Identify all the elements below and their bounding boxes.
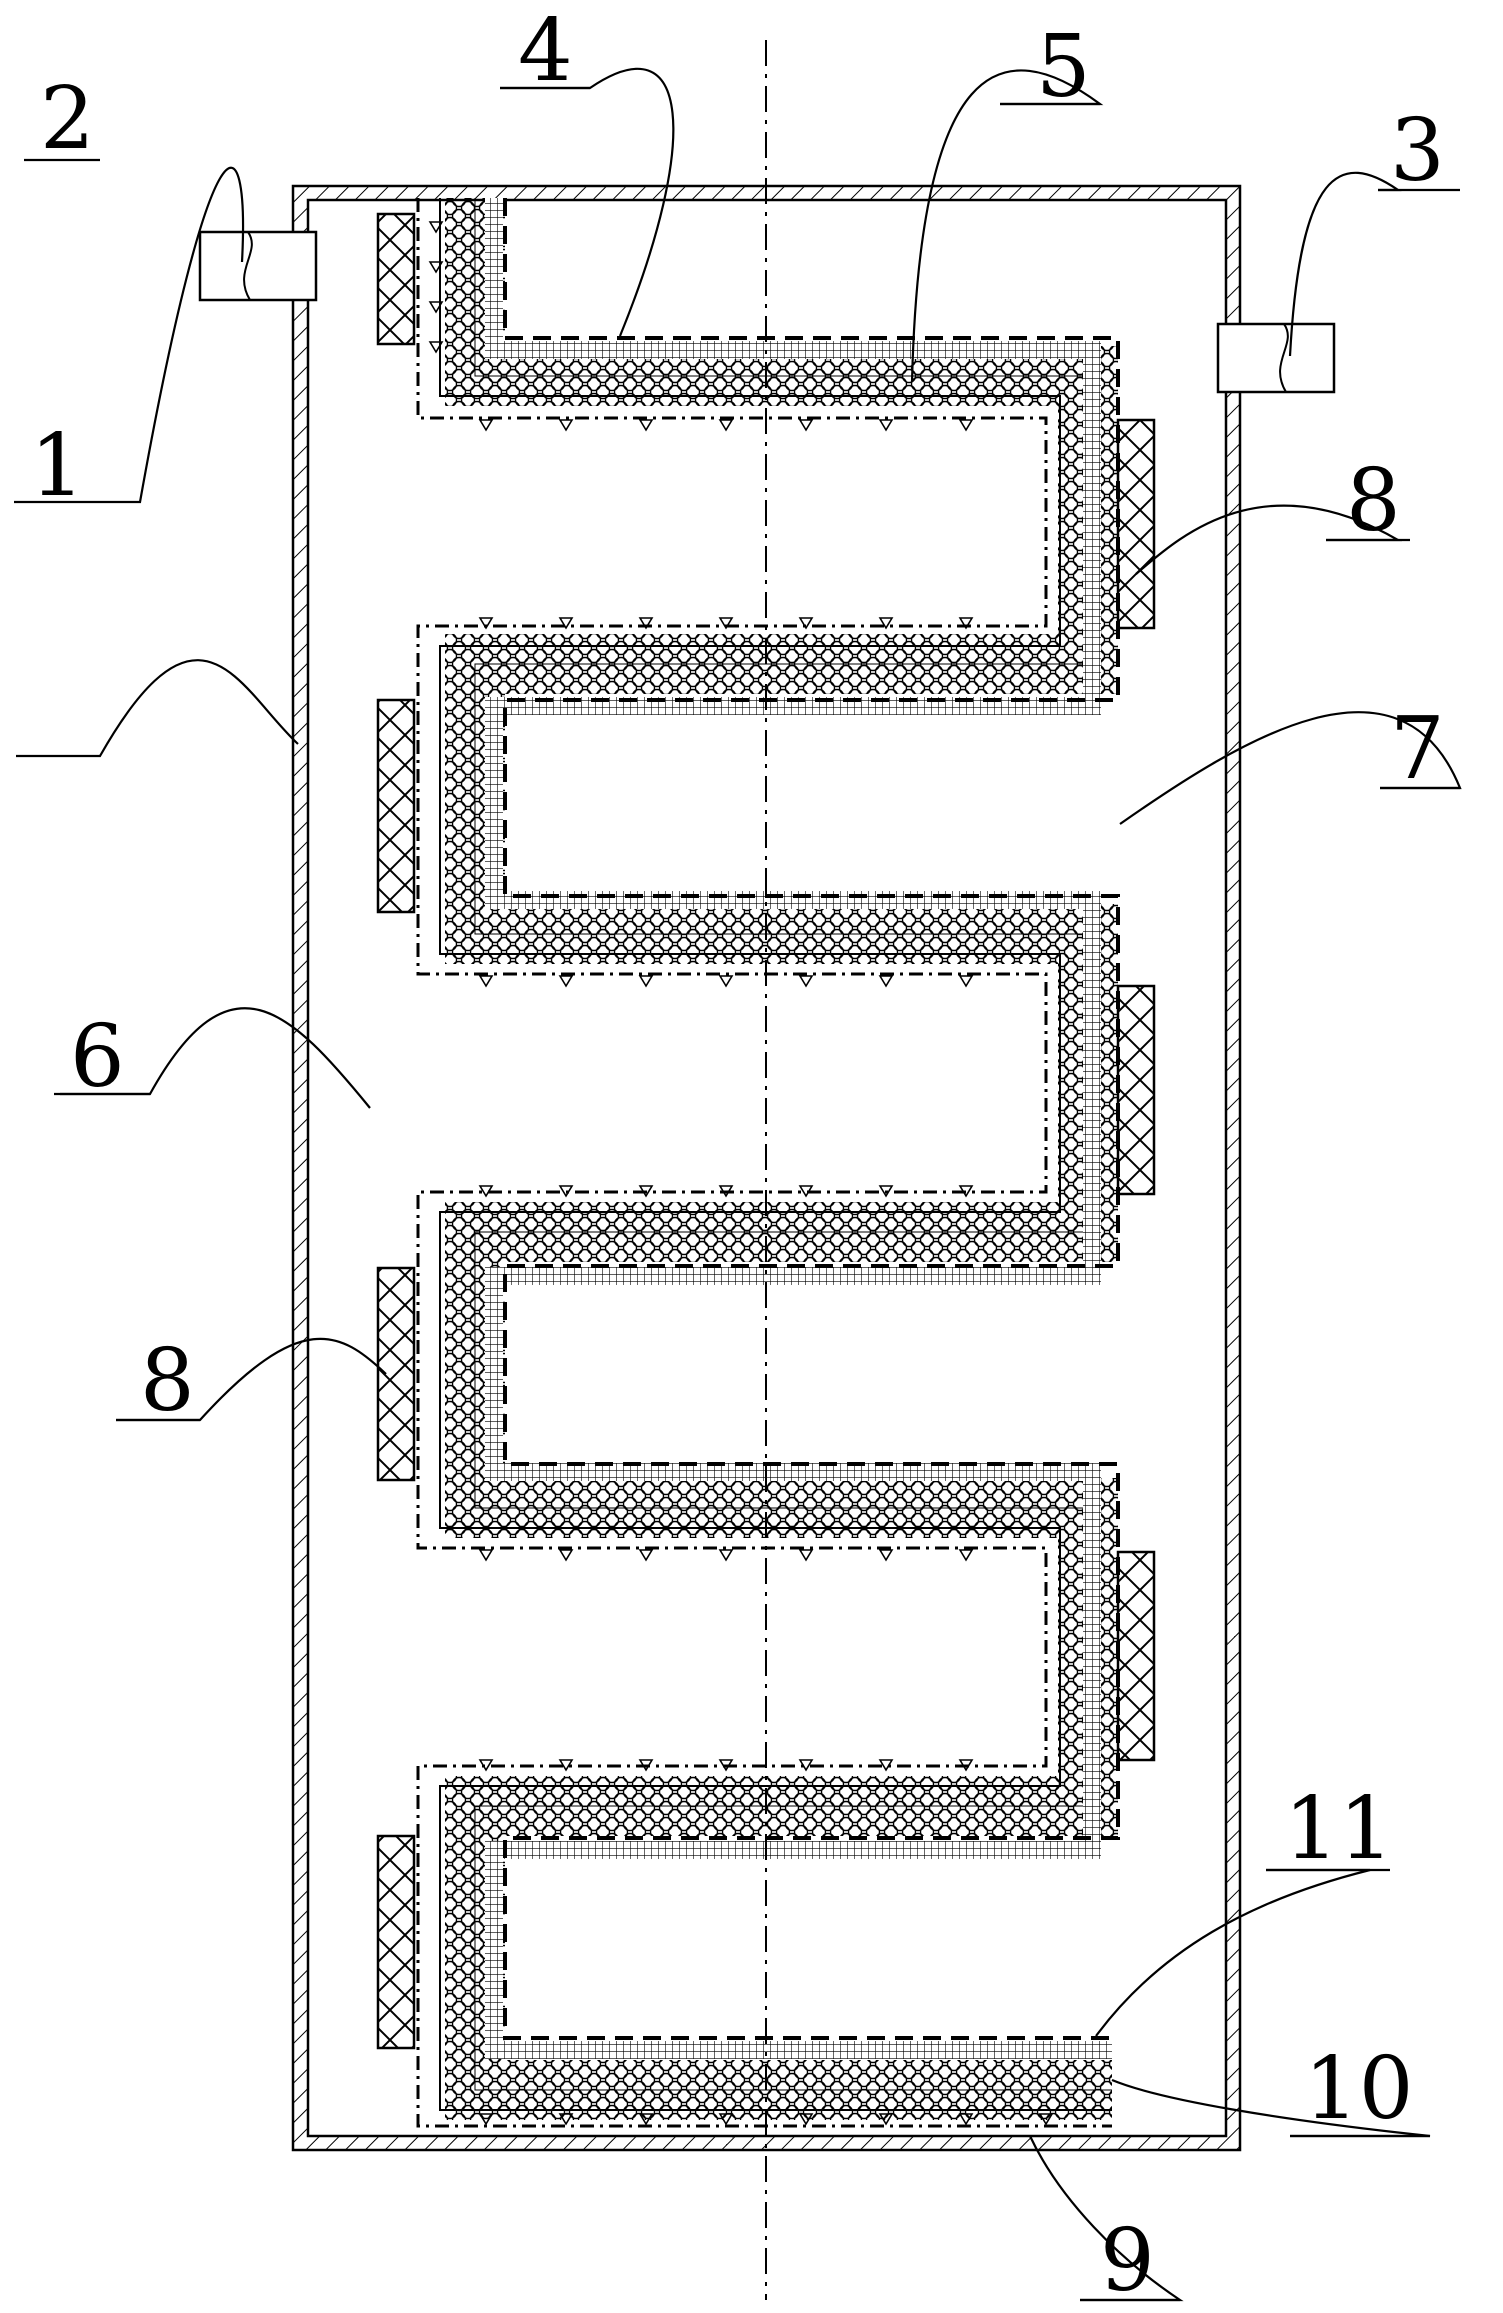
label-1: 1 (30, 416, 85, 516)
label-10: 10 (1304, 2039, 1413, 2139)
support-blocks (376, 212, 1156, 2050)
port-left (198, 230, 318, 302)
serpentine-membrane (416, 198, 1120, 2128)
shell (291, 184, 1242, 2152)
port-right (1216, 322, 1336, 394)
label-9: 9 (1100, 2211, 1155, 2311)
label-8-upper: 8 (1346, 451, 1401, 551)
leader-lines (16, 67, 1462, 2302)
label-11: 11 (1284, 1779, 1393, 1879)
label-5: 5 (1036, 17, 1091, 117)
label-4: 4 (518, 1, 573, 101)
label-8-lower: 8 (140, 1331, 195, 1431)
label-3: 3 (1390, 101, 1445, 201)
label-7: 7 (1390, 699, 1445, 799)
label-6: 6 (70, 1007, 125, 1107)
label-2: 2 (40, 69, 95, 169)
